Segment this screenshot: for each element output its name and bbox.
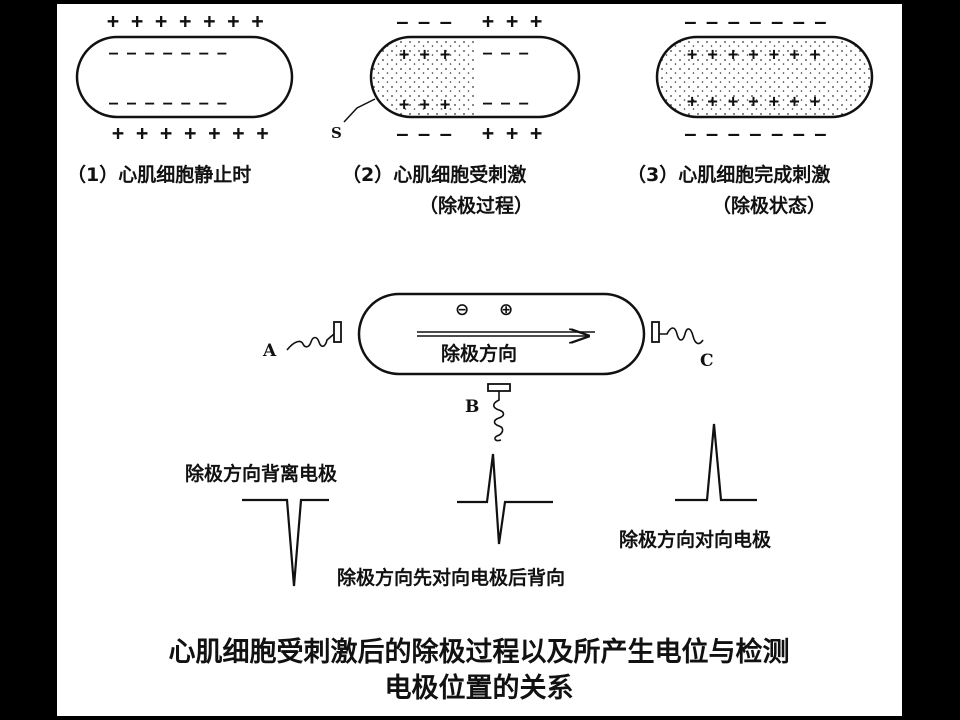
- cell2-caption-line2: （除极过程）: [419, 194, 533, 217]
- center-cell: ⊖ ⊕ 除极方向: [357, 292, 646, 376]
- cell1-outer-top-signs: + + + + + + +: [107, 9, 264, 33]
- minus-symbol: ⊖: [455, 300, 469, 320]
- cell2-outer-bottom-left-signs: — — —: [397, 124, 451, 145]
- electrode-b-label: B: [465, 397, 479, 417]
- electrode-a-label: A: [262, 341, 277, 361]
- waveform-toward-label: 除极方向对向电极: [619, 528, 772, 551]
- cell2-inner-bottom-left-signs: + + +: [399, 95, 450, 115]
- electrode-a-plate: [333, 321, 342, 343]
- cell3-membrane: [655, 35, 874, 119]
- cell2-membrane: [369, 35, 581, 119]
- figure-title-line2: 电极位置的关系: [385, 672, 574, 704]
- center-cell-membrane: [357, 292, 646, 376]
- cell2-depolarized-region: [371, 37, 475, 117]
- waveform-away-label: 除极方向背离电极: [185, 462, 338, 485]
- cell2-inner-top-right-signs: — — —: [483, 44, 529, 62]
- plus-symbol: ⊕: [499, 300, 513, 320]
- electrode-b: B: [465, 383, 511, 442]
- cell3-caption-line1: （3）心肌细胞完成刺激: [627, 163, 830, 186]
- electrode-c-plate: [651, 321, 660, 343]
- electrode-c: C: [651, 321, 714, 371]
- cell2-inner-bottom-right-signs: — — —: [483, 94, 529, 112]
- cell-depolarized: — — — — — — — + + + + + + + + + + + + + …: [627, 12, 874, 217]
- cell2-outer-bottom-right-signs: + + +: [482, 121, 542, 145]
- cell1-inner-top-signs: — — — — — — —: [109, 44, 227, 62]
- cell1-inner-bottom-signs: — — — — — — —: [109, 94, 227, 112]
- electrode-a-wire: [286, 333, 335, 351]
- cell2-inner-top-left-signs: + + +: [399, 45, 450, 65]
- stimulus-label: S: [331, 124, 342, 142]
- waveform-away: 除极方向背离电极: [185, 462, 338, 587]
- cell3-inner-top-signs: + + + + + + +: [687, 45, 820, 65]
- cell1-outer-bottom-signs: + + + + + + +: [112, 121, 269, 145]
- cell2-outer-top-left-signs: — — —: [397, 12, 451, 33]
- positive-deflection-wave: [675, 423, 757, 502]
- figure-title-line1: 心肌细胞受刺激后的除极过程以及所产生电位与检测: [169, 636, 790, 668]
- cell1-caption: （1）心肌细胞静止时: [67, 163, 251, 186]
- cell-resting: + + + + + + + — — — — — — — — — — — — — …: [67, 9, 294, 186]
- cell2-caption-line1: （2）心肌细胞受刺激: [342, 163, 526, 186]
- waveform-biphasic-label: 除极方向先对向电极后背向: [337, 566, 565, 589]
- electrode-a: A: [262, 321, 342, 361]
- stimulus-pointer: [343, 98, 376, 123]
- electrode-c-wire: [659, 327, 704, 345]
- waveform-biphasic: 除极方向先对向电极后背向: [337, 453, 565, 589]
- cell-depolarizing: — — — + + + + + + — — — + + + — — — — — …: [331, 9, 581, 217]
- cell1-membrane: [75, 35, 294, 119]
- negative-deflection-wave: [242, 498, 329, 587]
- electrode-b-wire: [492, 391, 505, 442]
- slide-canvas: + + + + + + + — — — — — — — — — — — — — …: [57, 4, 902, 716]
- cell3-outer-top-signs: — — — — — — —: [685, 12, 826, 33]
- cell2-outer-top-right-signs: + + +: [482, 9, 542, 33]
- electrode-c-label: C: [700, 351, 714, 371]
- cell3-inner-bottom-signs: + + + + + + +: [687, 92, 820, 112]
- electrode-b-plate: [487, 383, 511, 392]
- biphasic-wave: [457, 453, 553, 545]
- cell3-outer-bottom-signs: — — — — — — —: [685, 124, 826, 145]
- depolarization-diagram: + + + + + + + — — — — — — — — — — — — — …: [67, 9, 874, 704]
- waveform-toward: 除极方向对向电极: [619, 423, 772, 551]
- direction-label: 除极方向: [441, 342, 517, 365]
- cell3-caption-line2: （除极状态）: [712, 194, 826, 217]
